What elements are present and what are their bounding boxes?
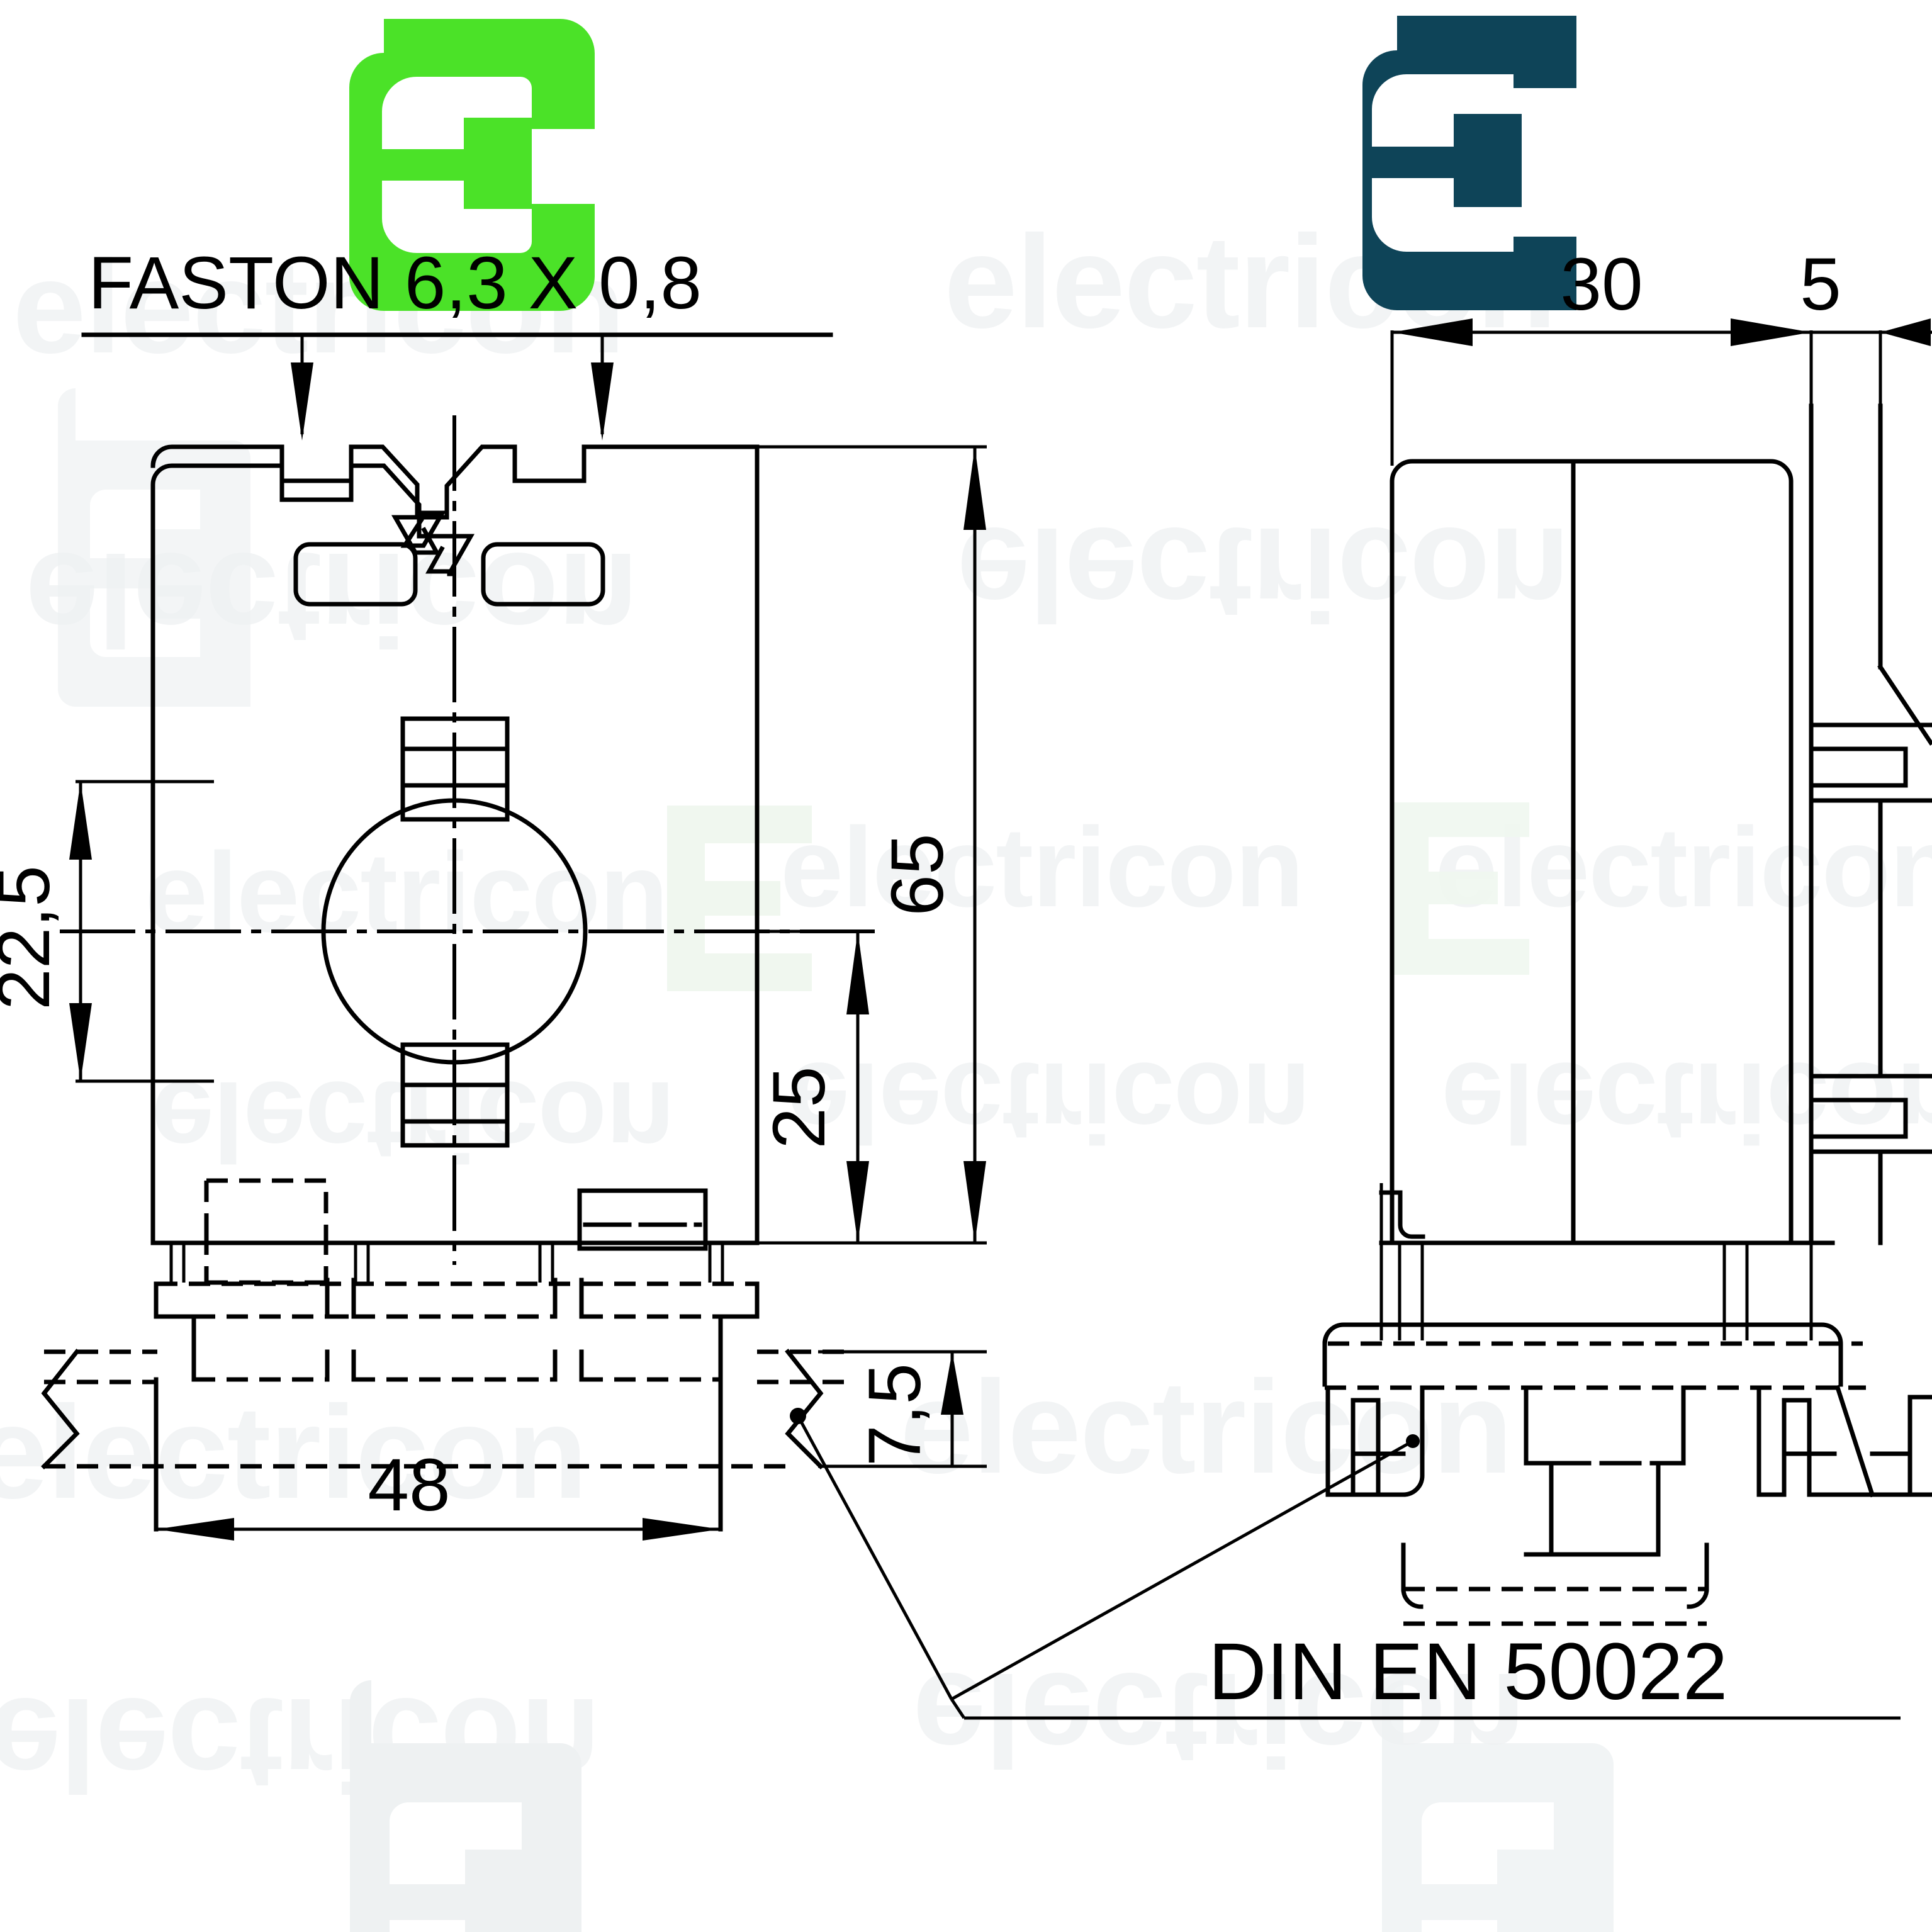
dimension-25: 25 [749,929,875,1245]
dimension-7-5-label: 7,5 [853,1363,936,1466]
faston-arrow-right [591,335,614,441]
clamp-screw-top [400,716,510,822]
side-tab-lower [1809,1074,1932,1154]
watermark-text: electricon [145,829,667,956]
base-center-foot [1524,1385,1686,1557]
terminal-window-left [293,542,418,607]
watermark-text: electricon [787,1039,1309,1165]
watermark-logo-icon [350,1680,581,1932]
din-rail-leader: DIN EN 50022 [790,1408,1901,1720]
terminal-window-right [481,542,605,607]
side-tab-upper [1809,664,1932,803]
side-clip-left [1379,1190,1425,1239]
side-view-base [1322,1183,1932,1626]
watermark-text: electricon [780,804,1303,931]
watermark-text: electricon [25,525,637,673]
dimension-7-5: 7,5 [818,1350,987,1468]
faston-arrow-left [291,335,313,441]
front-view [41,415,875,1532]
din-rail-label: DIN EN 50022 [1208,1627,1727,1717]
dimension-48: 48 [156,1444,721,1541]
watermark-text: electricon [0,1378,587,1526]
dimension-22-5: 22,5 [0,780,214,1083]
electricon-logo-green-icon [349,19,595,311]
watermark-text: electricon [957,500,1568,648]
electricon-logo-dark-icon [1362,16,1576,310]
base-clip-right [1756,1385,1837,1497]
measuring-window-circle [321,798,588,1065]
dimension-30: 30 [1390,243,1813,478]
base-clip-left [1325,1385,1425,1497]
watermark-logo-icon [1394,802,1529,975]
faston-label: FASTON 6,3 X 0,8 [88,242,702,325]
hidden-feature-left [206,1178,329,1250]
dimension-65-label: 65 [876,833,959,916]
dimension-25-label: 25 [758,1066,841,1149]
clamp-screw-bottom [400,1042,510,1148]
watermark-layer: electricon electricon electricon electri… [0,208,1932,1932]
dimension-5-label: 5 [1800,243,1841,326]
watermark-logo-icon [1382,1680,1614,1932]
dimension-5: 5 [1800,243,1932,415]
dimension-30-label: 30 [1560,243,1643,326]
break-symbol-left [41,1349,80,1469]
watermark-text: electricon [900,1353,1512,1501]
dimension-65: 65 [757,445,987,1245]
label-plate [577,1188,708,1251]
dimension-22-5-label: 22,5 [0,865,65,1010]
side-view [1322,403,1932,1626]
watermark-logo-icon [667,806,812,991]
din-rail-profile [41,1240,853,1469]
dimension-48-label: 48 [368,1444,450,1527]
